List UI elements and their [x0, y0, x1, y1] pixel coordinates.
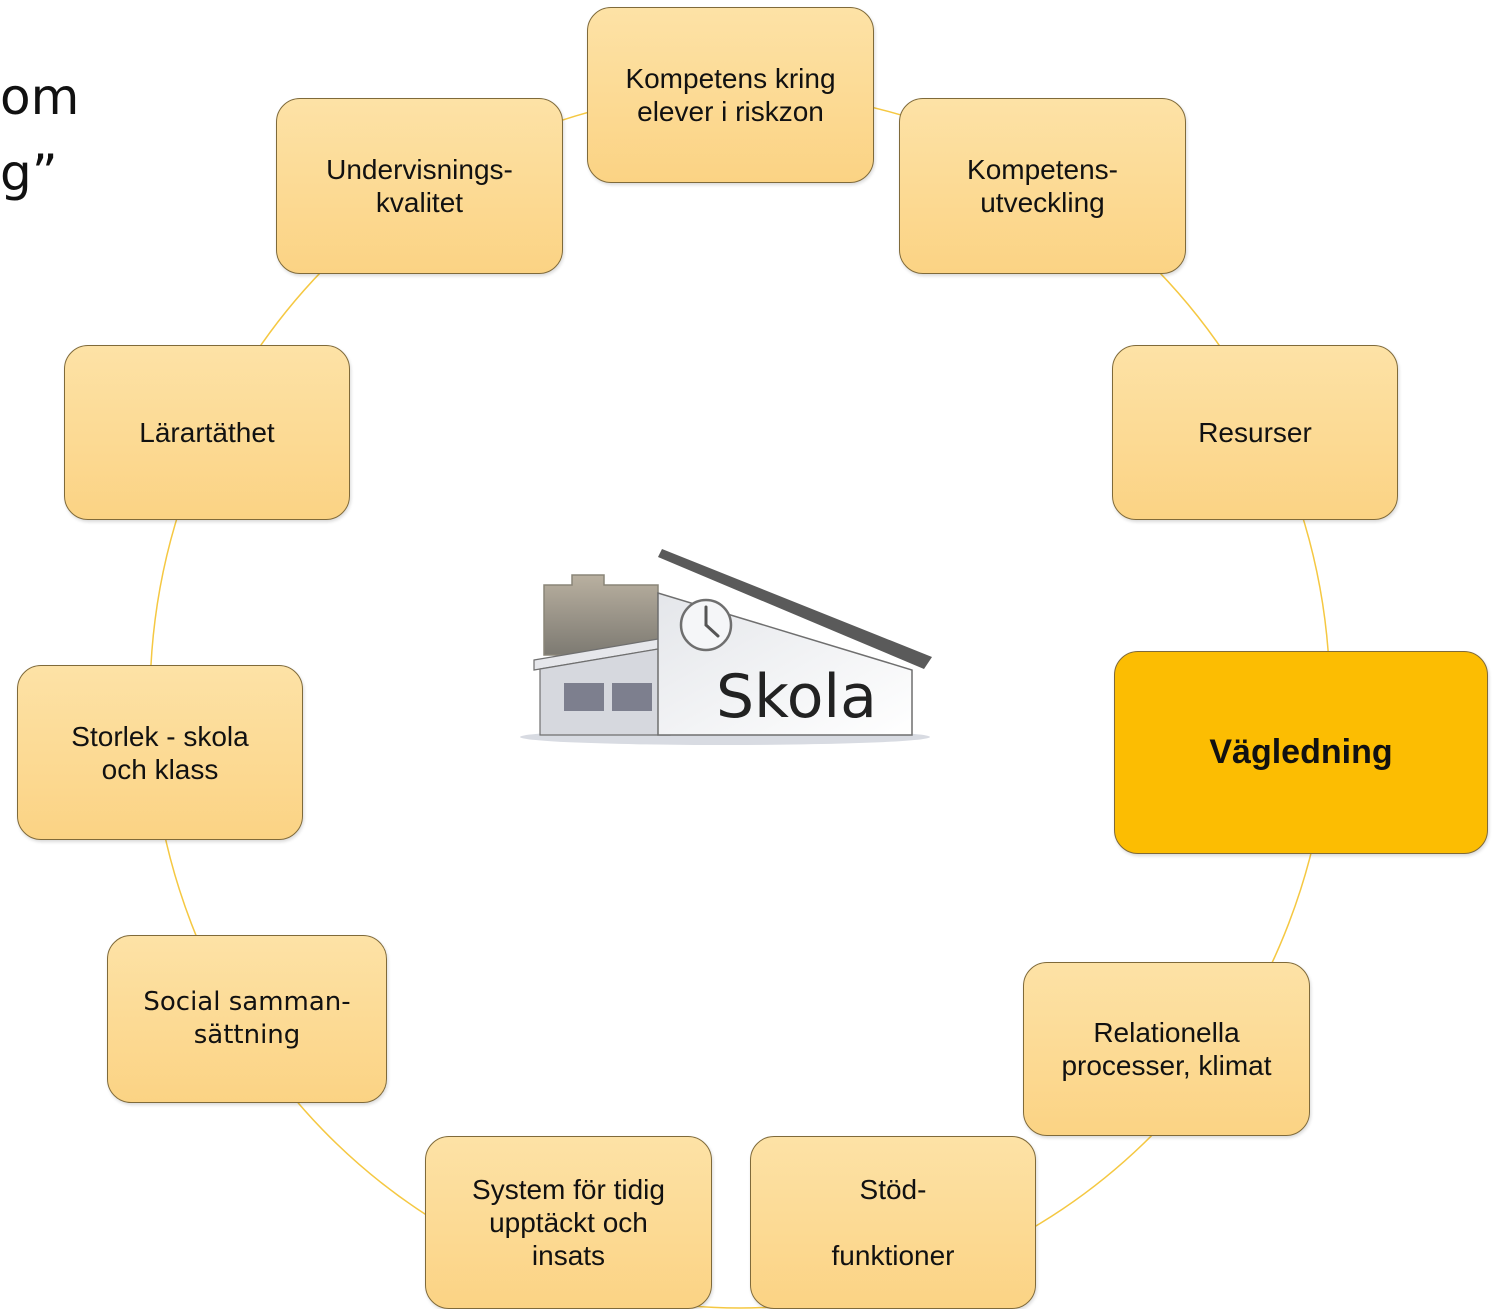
title-fragment-line2: g” [0, 144, 58, 202]
center-label: Skola [716, 662, 877, 732]
node-system-tidig-upptackt: System för tidig upptäckt och insats [425, 1136, 712, 1309]
node-vagledning: Vägledning [1114, 651, 1488, 854]
title-fragment-line1: om [0, 68, 80, 126]
school-building-icon: Skola [520, 549, 932, 745]
node-social-sammansattning: Social samman- sättning [107, 935, 387, 1103]
node-relationella-processer: Relationella processer, klimat [1023, 962, 1310, 1136]
node-kompetensutveckling: Kompetens- utveckling [899, 98, 1186, 274]
node-storlek-skola-klass: Storlek - skola och klass [17, 665, 303, 840]
node-kompetens-kring-elever: Kompetens kring elever i riskzon [587, 7, 874, 183]
node-larartathet: Lärartäthet [64, 345, 350, 520]
node-undervisningskvalitet: Undervisnings- kvalitet [276, 98, 563, 274]
node-stodfunktioner: Stöd- funktioner [750, 1136, 1036, 1309]
node-resurser: Resurser [1112, 345, 1398, 520]
